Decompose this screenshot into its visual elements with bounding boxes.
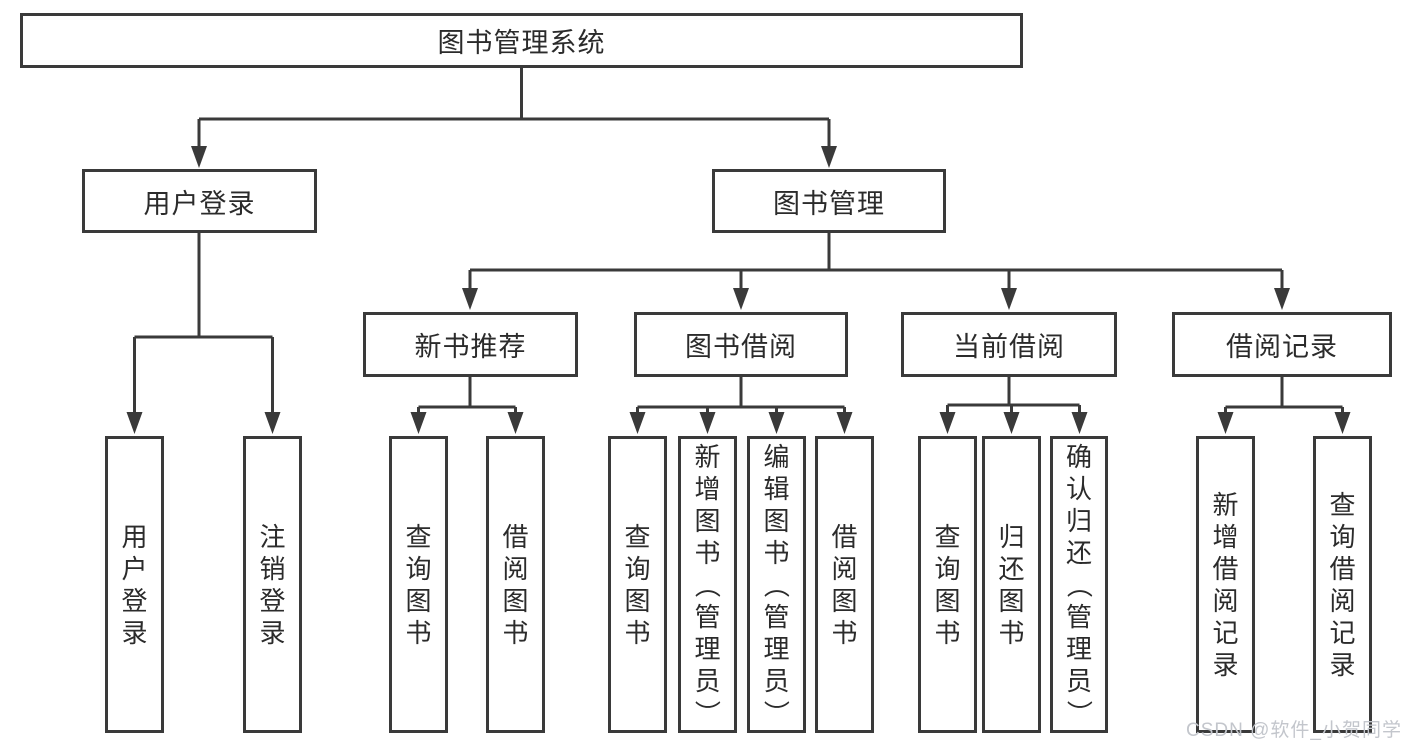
leaf-confirm-return-admin: 确认归还（管理员） xyxy=(1050,436,1108,733)
leaf-query-books-current: 查询图书 xyxy=(918,436,977,733)
vertical-label: 编辑图书（管理员） xyxy=(761,441,792,726)
vertical-label: 查询图书 xyxy=(405,521,432,648)
leaf-query-books-borrow: 查询图书 xyxy=(608,436,667,733)
vertical-label: 确认归还（管理员） xyxy=(1063,441,1094,726)
vertical-label: 用户登录 xyxy=(121,521,148,648)
leaf-borrow-books-borrow: 借阅图书 xyxy=(815,436,874,733)
node-library-management-system: 图书管理系统 xyxy=(20,13,1023,68)
leaf-user-login: 用户登录 xyxy=(105,436,164,733)
leaf-logout: 注销登录 xyxy=(243,436,302,733)
leaf-add-book-admin: 新增图书（管理员） xyxy=(678,436,737,733)
vertical-label: 查询图书 xyxy=(624,521,651,648)
leaf-edit-book-admin: 编辑图书（管理员） xyxy=(747,436,806,733)
node-book-borrow: 图书借阅 xyxy=(634,312,848,377)
vertical-label: 归还图书 xyxy=(998,521,1025,648)
csdn-watermark: CSDN @软件_小贺同学 xyxy=(1186,720,1402,741)
vertical-label: 查询图书 xyxy=(934,521,961,648)
leaf-add-borrow-record: 新增借阅记录 xyxy=(1196,436,1255,733)
node-book-management: 图书管理 xyxy=(712,169,946,233)
node-current-borrow: 当前借阅 xyxy=(901,312,1117,377)
vertical-label: 借阅图书 xyxy=(831,521,858,648)
vertical-label: 注销登录 xyxy=(259,521,286,648)
leaf-return-books: 归还图书 xyxy=(982,436,1041,733)
node-borrow-records: 借阅记录 xyxy=(1172,312,1392,377)
vertical-label: 新增借阅记录 xyxy=(1212,489,1239,680)
node-user-login: 用户登录 xyxy=(82,169,317,233)
vertical-label: 查询借阅记录 xyxy=(1329,489,1356,680)
vertical-label: 新增图书（管理员） xyxy=(692,441,723,726)
node-new-book-recommend: 新书推荐 xyxy=(363,312,578,377)
leaf-query-books-recommend: 查询图书 xyxy=(389,436,448,733)
vertical-label: 借阅图书 xyxy=(502,521,529,648)
leaf-borrow-books-recommend: 借阅图书 xyxy=(486,436,545,733)
leaf-query-borrow-record: 查询借阅记录 xyxy=(1313,436,1372,733)
